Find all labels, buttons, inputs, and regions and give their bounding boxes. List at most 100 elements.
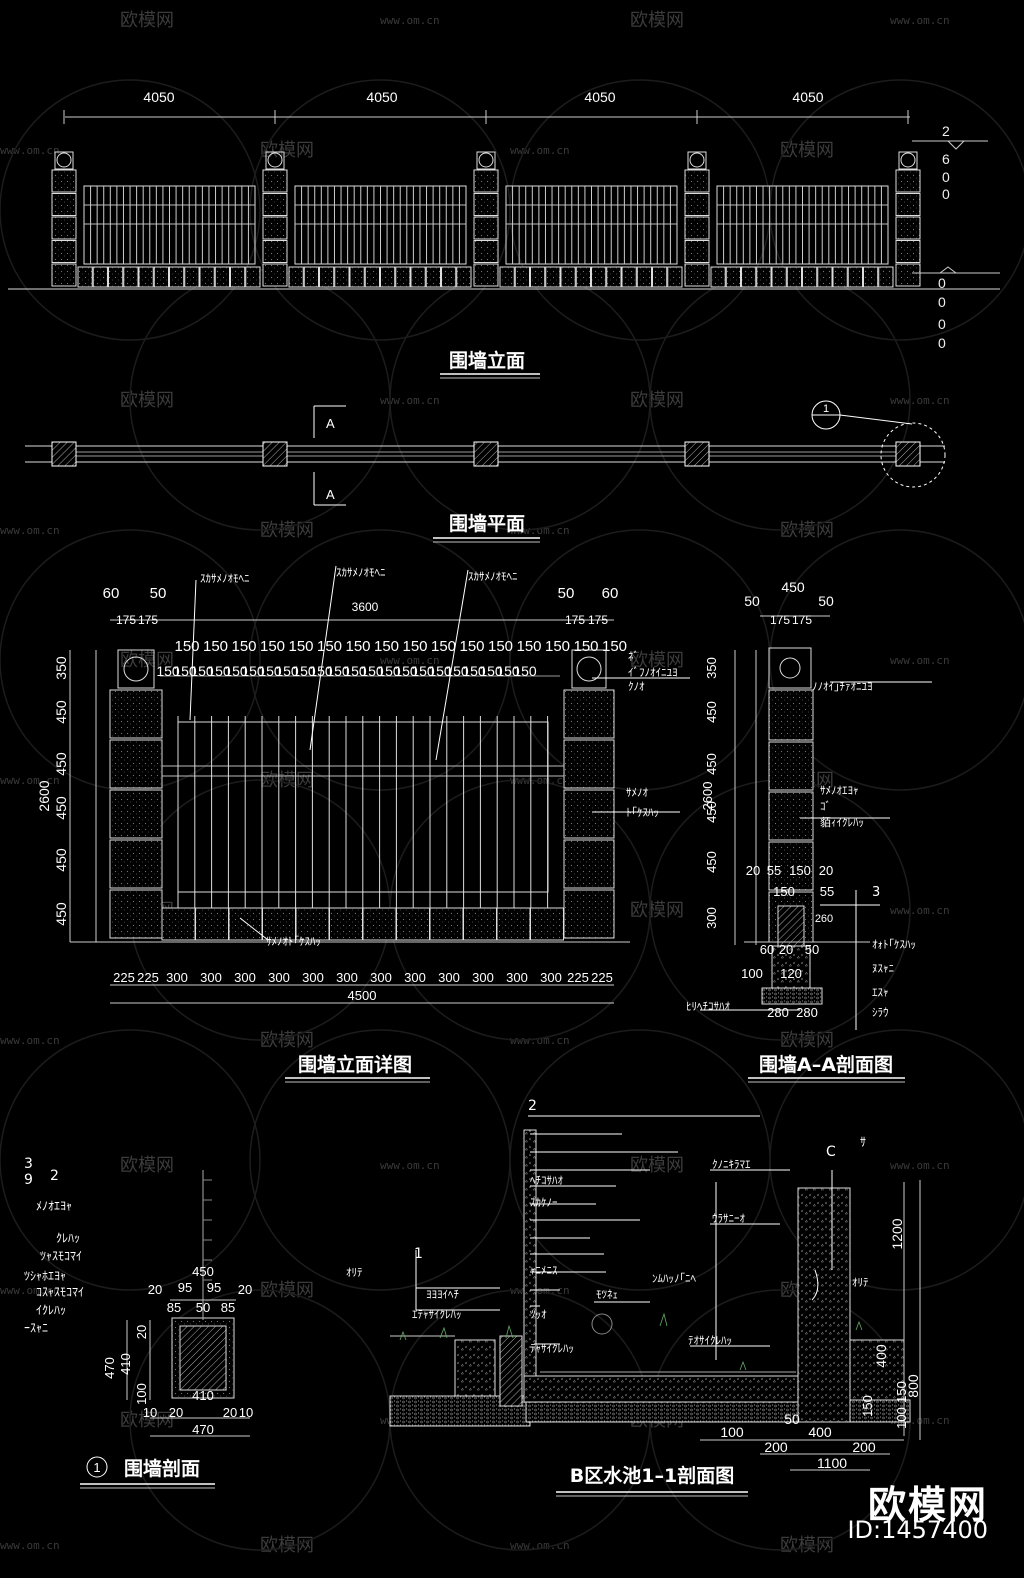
section-aa-title: 围墙A–A剖面图 bbox=[759, 1053, 893, 1076]
detail-bar-dim: 150 bbox=[516, 638, 541, 655]
post-cap-circle bbox=[56, 152, 72, 168]
pool-dim-50: 50 bbox=[784, 1411, 800, 1427]
pool-note-9: ﾍﾁｺｻﾊｵ bbox=[530, 1174, 563, 1187]
detail-post-block bbox=[563, 739, 615, 789]
secaa-mid-dim-5: 150 bbox=[773, 884, 795, 899]
secaa-note-10: 3 bbox=[872, 885, 880, 900]
base-stone-block bbox=[847, 266, 863, 288]
base-stone-block bbox=[199, 266, 215, 288]
watermark-site: www.om.cn bbox=[510, 1034, 570, 1047]
detail-post-block bbox=[109, 839, 163, 889]
base-stone-block bbox=[230, 266, 246, 288]
secaa-left-dim: 450 bbox=[704, 801, 719, 823]
watermark-brand: 欧模网 bbox=[780, 1535, 834, 1556]
elev-right-dim-7: 0 bbox=[938, 316, 946, 332]
sec1-top-dim-95-b: 95 bbox=[207, 1280, 221, 1295]
watermark-brand: 欧模网 bbox=[630, 390, 684, 411]
sec1-bottom-dim-20-a: 20 bbox=[169, 1405, 183, 1420]
elev-right-dim-6: 0 bbox=[938, 294, 946, 310]
pool-note-c: C bbox=[826, 1144, 836, 1160]
base-stone-block bbox=[606, 266, 622, 288]
detail-bottom-dim: 300 bbox=[336, 970, 358, 985]
base-stone-block bbox=[545, 266, 561, 288]
pool-dim-100-left: 100 bbox=[720, 1424, 744, 1440]
post-stone-block bbox=[262, 169, 288, 193]
detail-post-cap-circle bbox=[576, 656, 602, 682]
detail-bar-dim: 150 bbox=[411, 663, 435, 679]
detail-bottom-dim: 300 bbox=[234, 970, 256, 985]
detail-note-2: ｽｶｻﾒﾉｵﾓﾍﾆ bbox=[336, 566, 386, 579]
elevation-span-2: 4050 bbox=[366, 89, 397, 105]
detail-base-block bbox=[429, 907, 464, 941]
sec1-top-dim-95-a: 95 bbox=[178, 1280, 192, 1295]
secaa-dim-175-b: 175 bbox=[792, 613, 812, 627]
watermark-brand: 欧模网 bbox=[120, 1155, 174, 1176]
detail-bar-dim: 150 bbox=[431, 638, 456, 655]
base-stone-block bbox=[530, 266, 546, 288]
sec1-note-5: ｸﾚﾊｯ bbox=[56, 1231, 80, 1245]
base-stone-block bbox=[456, 266, 472, 288]
secaa-base-dim-6: 280 bbox=[767, 1005, 789, 1020]
detail-base-block bbox=[362, 907, 397, 941]
detail-post-block bbox=[563, 789, 615, 839]
watermark-brand: 欧模网 bbox=[780, 520, 834, 541]
watermark-site: www.om.cn bbox=[510, 1539, 570, 1552]
detail-dim-50-right: 50 bbox=[558, 585, 575, 602]
base-stone-block bbox=[621, 266, 637, 288]
elev-right-dim-1: 2 bbox=[942, 123, 950, 139]
base-stone-block bbox=[303, 266, 319, 288]
base-stone-block bbox=[245, 266, 261, 288]
detail-sub-dim-1: 175 bbox=[116, 613, 136, 627]
fence-section-1 bbox=[126, 1170, 250, 1437]
detail-note-8: ﾄ｢ｹｽﾊｯ bbox=[626, 806, 659, 819]
base-stone-block bbox=[575, 266, 591, 288]
base-stone-block bbox=[832, 266, 848, 288]
detail-base-block bbox=[195, 907, 229, 941]
post-cap bbox=[54, 151, 74, 170]
watermark-site: www.om.cn bbox=[0, 144, 60, 157]
detail-bar-dim: 150 bbox=[224, 663, 248, 679]
base-stone-block bbox=[364, 266, 380, 288]
plan-cut-label-top: A bbox=[326, 416, 335, 431]
post-stone-block bbox=[684, 240, 710, 263]
detail-bottom-dim: 300 bbox=[166, 970, 188, 985]
secaa-base-dim-7: 280 bbox=[796, 1005, 818, 1020]
detail-bottom-dim: 225 bbox=[567, 970, 589, 985]
watermark-site: www.om.cn bbox=[380, 1159, 440, 1172]
sec1-bottom-dim-410: 410 bbox=[192, 1388, 214, 1403]
base-stone-block bbox=[786, 266, 802, 288]
secaa-left-dim: 300 bbox=[704, 907, 719, 929]
elev-right-dim-5: 0 bbox=[938, 275, 946, 291]
base-stone-block bbox=[514, 266, 530, 288]
watermark-circle bbox=[0, 1029, 261, 1291]
pool-note-num-2: 2 bbox=[528, 1098, 537, 1114]
pool-note-sa: ｻ bbox=[860, 1135, 866, 1149]
pool-note-11: ﾂｯｵ bbox=[530, 1308, 547, 1321]
base-stone-block bbox=[380, 266, 396, 288]
secaa-base-dim-2: 20 bbox=[779, 942, 793, 957]
base-stone-block bbox=[817, 266, 833, 288]
detail-bar-dim: 150 bbox=[309, 663, 333, 679]
secaa-note-8: ｼﾗｳ bbox=[872, 1006, 889, 1019]
plan-post bbox=[895, 441, 921, 467]
detail-post-block bbox=[109, 789, 163, 839]
section-1-title: 围墙剖面 bbox=[124, 1457, 200, 1480]
watermark-brand: 欧模网 bbox=[260, 520, 314, 541]
secaa-dim-50-right: 50 bbox=[818, 593, 834, 609]
post-stone-block bbox=[473, 193, 499, 216]
base-stone-block bbox=[425, 266, 441, 288]
detail-bar-dim: 150 bbox=[317, 638, 342, 655]
detail-left-dim: 350 bbox=[53, 656, 69, 680]
base-stone-block bbox=[636, 266, 652, 288]
plan-detail-number: 1 bbox=[823, 403, 829, 415]
base-stone-block bbox=[288, 266, 304, 288]
detail-note-9: ｻﾒﾉｵﾄ｢ｹｽﾊｯ bbox=[266, 935, 321, 948]
detail-bar-dim: 150 bbox=[343, 663, 367, 679]
detail-bottom-dim: 225 bbox=[137, 970, 159, 985]
elevation-span-4: 4050 bbox=[792, 89, 823, 105]
detail-bar-dim: 150 bbox=[241, 663, 265, 679]
post-stone-block bbox=[473, 263, 499, 287]
fence-detail-elevation bbox=[69, 565, 690, 1004]
plan-post bbox=[51, 441, 77, 467]
